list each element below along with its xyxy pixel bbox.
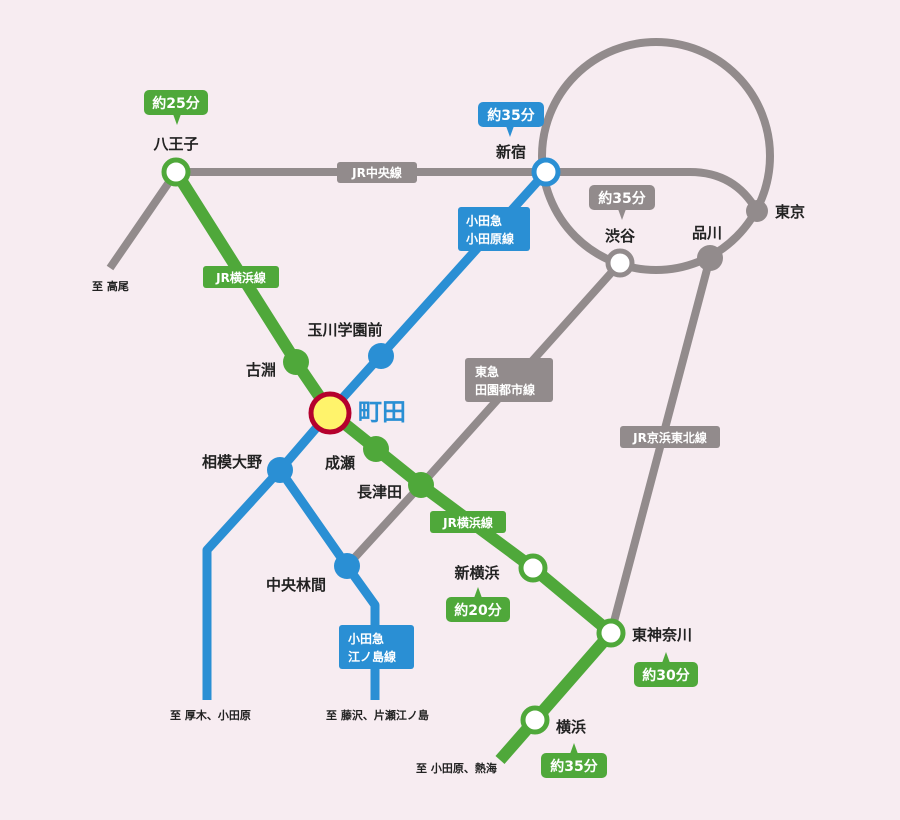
- station-name-kobuchi: 古淵: [246, 361, 276, 379]
- time-text: 約25分: [152, 95, 199, 112]
- station-name-higashikanagawa: 東神奈川: [632, 626, 692, 644]
- station-markers: [161, 157, 768, 735]
- station-name-hachioji: 八王子: [152, 135, 198, 153]
- station-name-shinjuku: 新宿: [496, 143, 526, 161]
- station-name-machida: 町田: [358, 398, 406, 426]
- station-name-shinyokohama: 新横浜: [454, 564, 499, 582]
- station-name-tamagawagakuenmae: 玉川学園前: [307, 321, 382, 339]
- station-sagamiono[interactable]: [267, 457, 293, 483]
- line-label-keihin: JR京浜東北線: [620, 426, 720, 448]
- destination-atsugi: 至 厚木、小田原: [170, 708, 251, 722]
- time-bubble-shibuya: 約35分: [589, 185, 655, 220]
- destination-fujisawa: 至 藤沢、片瀬江ノ島: [326, 708, 429, 722]
- line-label-text: JR横浜線: [215, 270, 266, 285]
- station-shinagawa[interactable]: [697, 245, 723, 271]
- yamanote-loop: [538, 38, 774, 274]
- time-bubble-shinjuku: 約35分: [478, 102, 544, 137]
- line-label-text: JR中央線: [351, 165, 402, 180]
- line-label-yokohama-1: JR横浜線: [203, 266, 279, 288]
- station-naruse[interactable]: [363, 436, 389, 462]
- station-machida[interactable]: [308, 391, 352, 435]
- station-yokohama[interactable]: [520, 705, 550, 735]
- time-bubble-shinyokohama: 約20分: [446, 587, 510, 622]
- time-text: 約35分: [487, 107, 534, 124]
- time-bubble-hachioji: 約25分: [144, 90, 208, 125]
- line-label-text: 江ノ島線: [348, 649, 396, 664]
- station-name-yokohama: 横浜: [556, 718, 586, 736]
- time-bubble-higashikanagawa: 約30分: [634, 652, 698, 687]
- station-tokyo[interactable]: [746, 200, 768, 222]
- station-tamagawagakuenmae[interactable]: [368, 343, 394, 369]
- station-shinjuku[interactable]: [531, 157, 561, 187]
- chuo-line-takao: [106, 169, 180, 271]
- time-bubble-yokohama: 約35分: [541, 743, 607, 778]
- line-label-text: JR京浜東北線: [632, 430, 707, 445]
- station-kobuchi[interactable]: [283, 349, 309, 375]
- time-text: 約35分: [550, 758, 597, 775]
- station-name-tokyo: 東京: [775, 203, 805, 221]
- destination-atami: 至 小田原、熱海: [416, 761, 497, 775]
- destination-takao: 至 高尾: [92, 279, 129, 293]
- time-text: 約20分: [454, 602, 501, 619]
- station-higashikanagawa[interactable]: [596, 618, 626, 648]
- time-text: 約30分: [642, 667, 689, 684]
- line-label-yokohama-2: JR横浜線: [430, 511, 506, 533]
- line-label-text: JR横浜線: [442, 515, 493, 530]
- station-name-naruse: 成瀬: [325, 454, 355, 472]
- station-chuorinkan[interactable]: [334, 553, 360, 579]
- station-name-shinagawa: 品川: [692, 224, 722, 242]
- line-label-text: 田園都市線: [475, 382, 535, 397]
- line-label-text: 東急: [475, 364, 499, 379]
- line-label-text: 小田原線: [466, 231, 514, 246]
- station-name-sagamiono: 相模大野: [202, 453, 262, 471]
- time-text: 約35分: [598, 190, 645, 207]
- station-shinyokohama[interactable]: [518, 553, 548, 583]
- line-label-text: 小田急: [466, 213, 502, 228]
- station-name-chuorinkan: 中央林間: [266, 576, 326, 594]
- line-label-chuo: JR中央線: [337, 162, 417, 183]
- station-shibuya[interactable]: [605, 248, 635, 278]
- station-name-shibuya: 渋谷: [605, 227, 636, 245]
- line-label-text: 小田急: [348, 631, 384, 646]
- station-name-nagatsuta: 長津田: [357, 483, 402, 501]
- station-nagatsuta[interactable]: [408, 472, 434, 498]
- station-hachioji[interactable]: [161, 157, 191, 187]
